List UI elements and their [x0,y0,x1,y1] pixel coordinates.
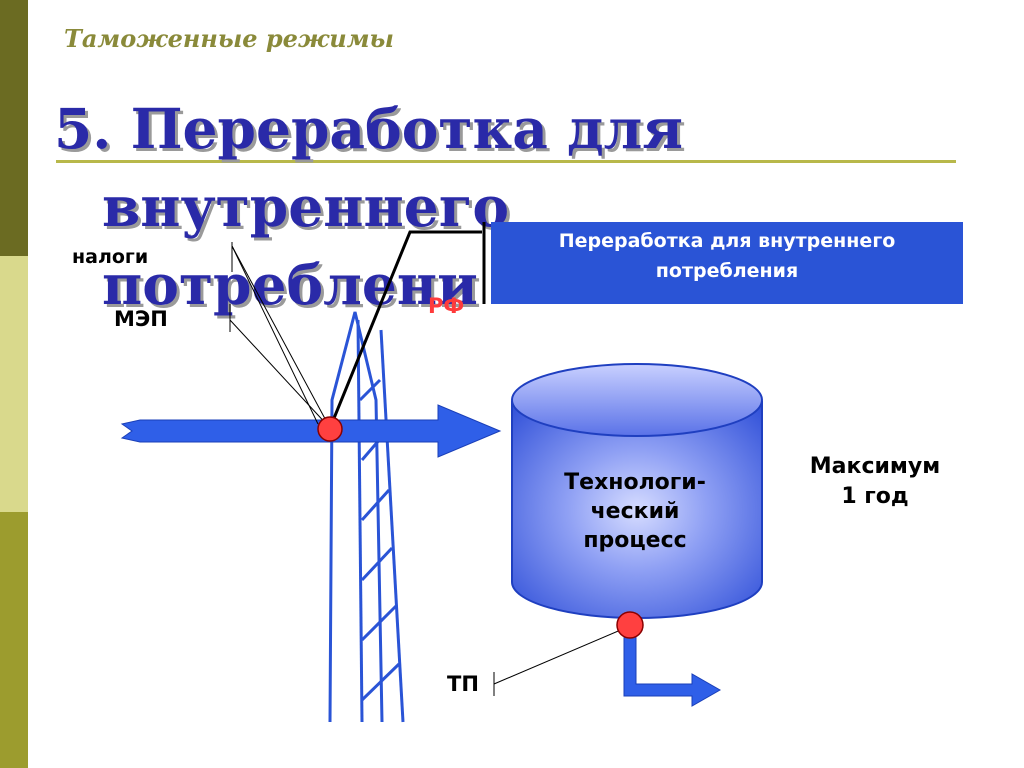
mep-leader-line [229,319,331,429]
slide-title-line-2: внутреннего [102,174,510,239]
tp-leader-line [493,625,631,685]
rf-connector-line [328,230,482,429]
side-bar-top [0,0,28,256]
entry-node [317,416,343,442]
tp-label: ТП [447,672,479,696]
slide-title-line-1: 5. Переработка для [54,96,684,161]
customs-border-pillar [328,311,405,723]
processing-banner-line-1: Переработка для внутреннего [558,230,896,252]
tank-label-line-2: ческий [590,499,680,524]
max-duration-line-1: Максимум [809,454,941,479]
processing-banner: Переработка для внутреннего потребления [491,222,963,304]
mep-label: МЭП [114,307,168,331]
side-bar-middle [0,256,28,512]
taxes-leader-line-2 [231,245,319,425]
side-bar-bottom [0,512,28,768]
taxes-leader-line [231,245,331,429]
taxes-label: налоги [72,246,149,268]
slide-title: 5. Переработка для внутреннего потреблен… [54,90,774,324]
max-duration-label: Максимум 1 год [770,452,980,512]
title-divider [56,160,956,163]
output-flow-pipe [623,627,722,707]
tank-label-line-1: Технологи- [564,470,706,495]
processing-banner-line-2: потребления [655,260,799,282]
import-flow-arrow [120,404,502,458]
tank-label: Технологи- ческий процесс [530,468,740,555]
section-title: Таможенные режимы [64,24,394,53]
exit-node [616,611,644,639]
max-duration-line-2: 1 год [841,484,909,509]
slide-title-line-3: потреблени [102,252,478,317]
tank-label-line-3: процесс [583,528,687,553]
rf-label: РФ [428,294,465,318]
